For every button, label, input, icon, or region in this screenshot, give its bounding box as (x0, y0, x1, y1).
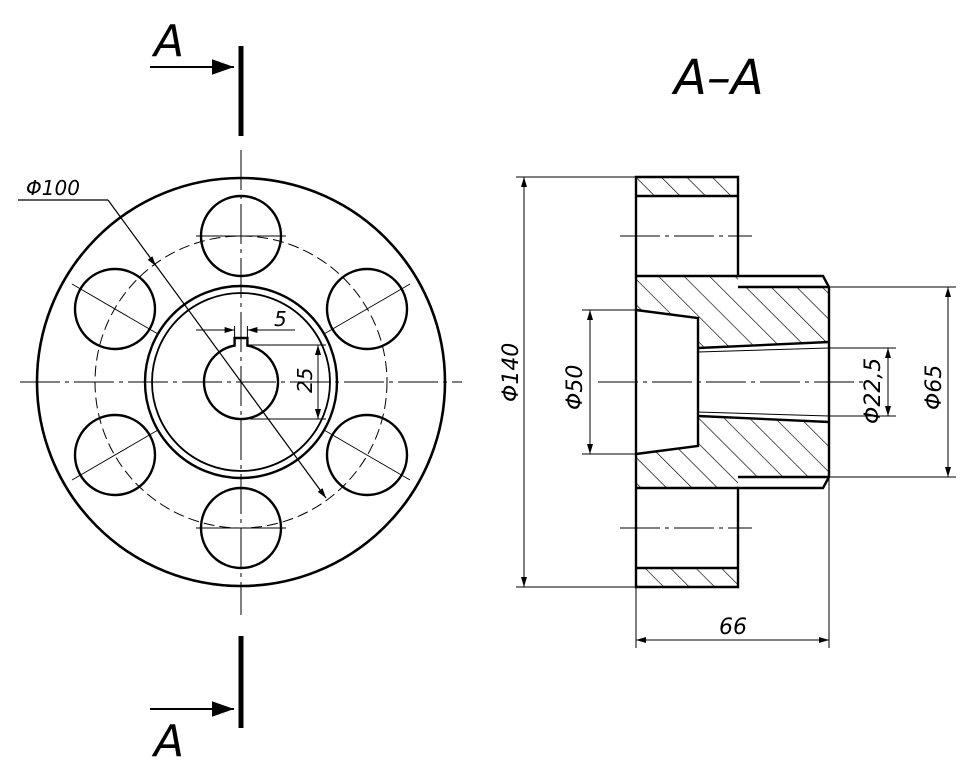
keyway-width-dimension (196, 326, 295, 338)
section-centerlines (598, 235, 868, 529)
bore-dimension (829, 347, 896, 417)
counterbore-dimension (582, 309, 636, 455)
bore-edges (697, 347, 830, 417)
hub-inner-circle (151, 292, 331, 472)
cutting-plane-top (150, 46, 244, 136)
dim-counterbore: Φ50 (563, 365, 588, 410)
dim-bore: Φ22,5 (861, 358, 886, 424)
flange-outer-circle (35, 176, 447, 588)
bolt-hole-bottom-left (73, 413, 157, 497)
bolt-hole-bottom-right (325, 413, 409, 497)
bolt-hole-top-left (73, 267, 157, 351)
dim-bolt-circle: Φ100 (26, 176, 80, 200)
length-dimension (635, 477, 830, 648)
cut-label-bottom: A (151, 716, 184, 767)
dim-bore-to-key: 25 (293, 368, 317, 393)
section-title: A–A (671, 50, 764, 106)
cutting-plane-bottom (150, 636, 244, 728)
hub-outer-circle (143, 284, 339, 480)
bolt-hole-centerlines (71, 235, 411, 529)
section-view: A–A (499, 50, 956, 648)
dim-keyway-width: 5 (274, 307, 287, 331)
phi100-arrow-start (147, 256, 157, 267)
dim-length: 66 (719, 615, 747, 640)
dim-flange-diameter: Φ140 (499, 343, 524, 402)
phi100-dimension-line (107, 199, 327, 499)
dim-hub-diameter: Φ65 (922, 365, 947, 410)
bolt-hole-top-right (325, 267, 409, 351)
flange-diameter-dimension (516, 176, 636, 588)
hub-diameter-dimension (829, 286, 956, 478)
shaft-bore-with-keyway (202, 336, 280, 421)
hatched-material (636, 177, 829, 587)
front-view: Φ100 5 25 A A (18, 16, 462, 767)
cut-label-top: A (151, 16, 184, 67)
bore-to-key-dimension (248, 344, 326, 420)
